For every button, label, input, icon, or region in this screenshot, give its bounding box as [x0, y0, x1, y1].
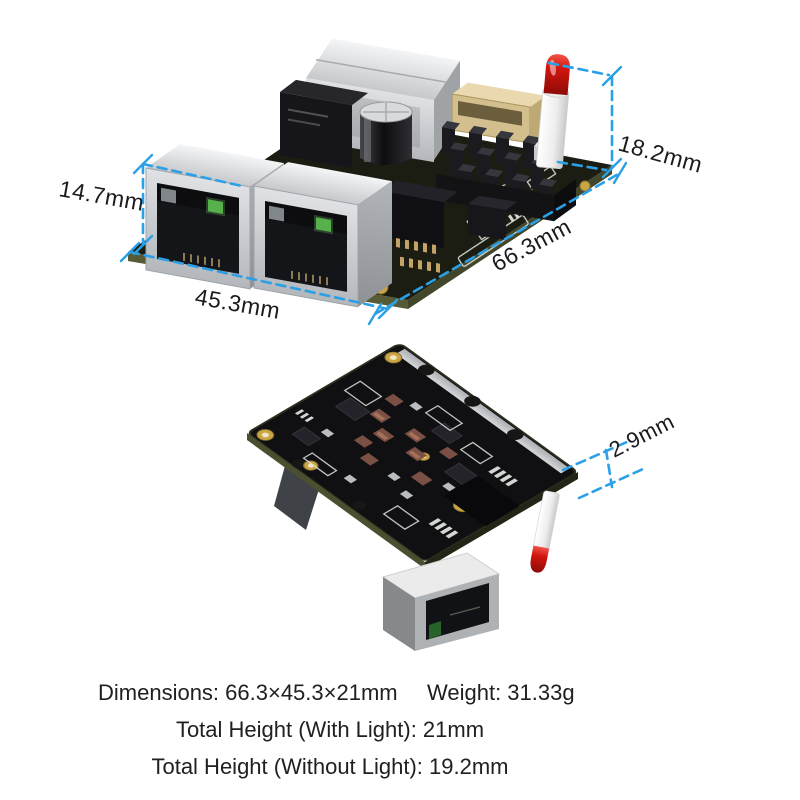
- smd-components: [291, 380, 520, 539]
- dim-label-thickness: 2.9mm: [605, 409, 678, 463]
- gold-pins: [396, 238, 440, 273]
- io-connector-2: [468, 195, 517, 241]
- rj45-port-1: [145, 144, 284, 290]
- connector-shells-edge: [396, 348, 570, 474]
- bottom-view: 2.9mm: [247, 344, 678, 651]
- dim-label-overall-height: 18.2mm: [616, 130, 706, 178]
- top-view: 14.7mm 45.3mm 66.3mm 18.2mm: [57, 38, 706, 326]
- rj45-port-2: [253, 162, 392, 308]
- link-led-window: [161, 187, 176, 204]
- gold-pad: [579, 180, 591, 192]
- transformer: [280, 79, 368, 169]
- spec-height-with-light: Total Height (With Light): 21mm: [175, 717, 485, 742]
- pcb-bottom: [248, 344, 577, 561]
- product-illustration: 14.7mm 45.3mm 66.3mm 18.2mm: [57, 38, 706, 651]
- main-chip: [444, 476, 520, 526]
- activity-led-green: [208, 199, 223, 214]
- dim-label-height: 14.7mm: [57, 175, 146, 216]
- standoff-pegs: [292, 364, 524, 510]
- bottom-led: [530, 490, 560, 573]
- jack-pcb-green: [429, 621, 441, 639]
- link-led-window: [269, 205, 284, 222]
- spec-dimensions: Dimensions: 66.3×45.3×21mm: [98, 680, 398, 705]
- spec-height-without-light: Total Height (Without Light): 19.2mm: [151, 754, 509, 779]
- pcb-edge: [425, 472, 578, 569]
- io-connector-1: [382, 180, 458, 249]
- pcb-edge: [247, 433, 425, 569]
- activity-led-green: [316, 217, 331, 232]
- rj45-rear: [381, 552, 501, 651]
- indicator-led: [536, 54, 570, 170]
- spec-weight: Weight: 31.33g: [427, 680, 575, 705]
- dim-thickness: 2.9mm: [561, 409, 678, 500]
- heatsink: [436, 120, 576, 222]
- electrolytic-capacitor: [359, 101, 413, 165]
